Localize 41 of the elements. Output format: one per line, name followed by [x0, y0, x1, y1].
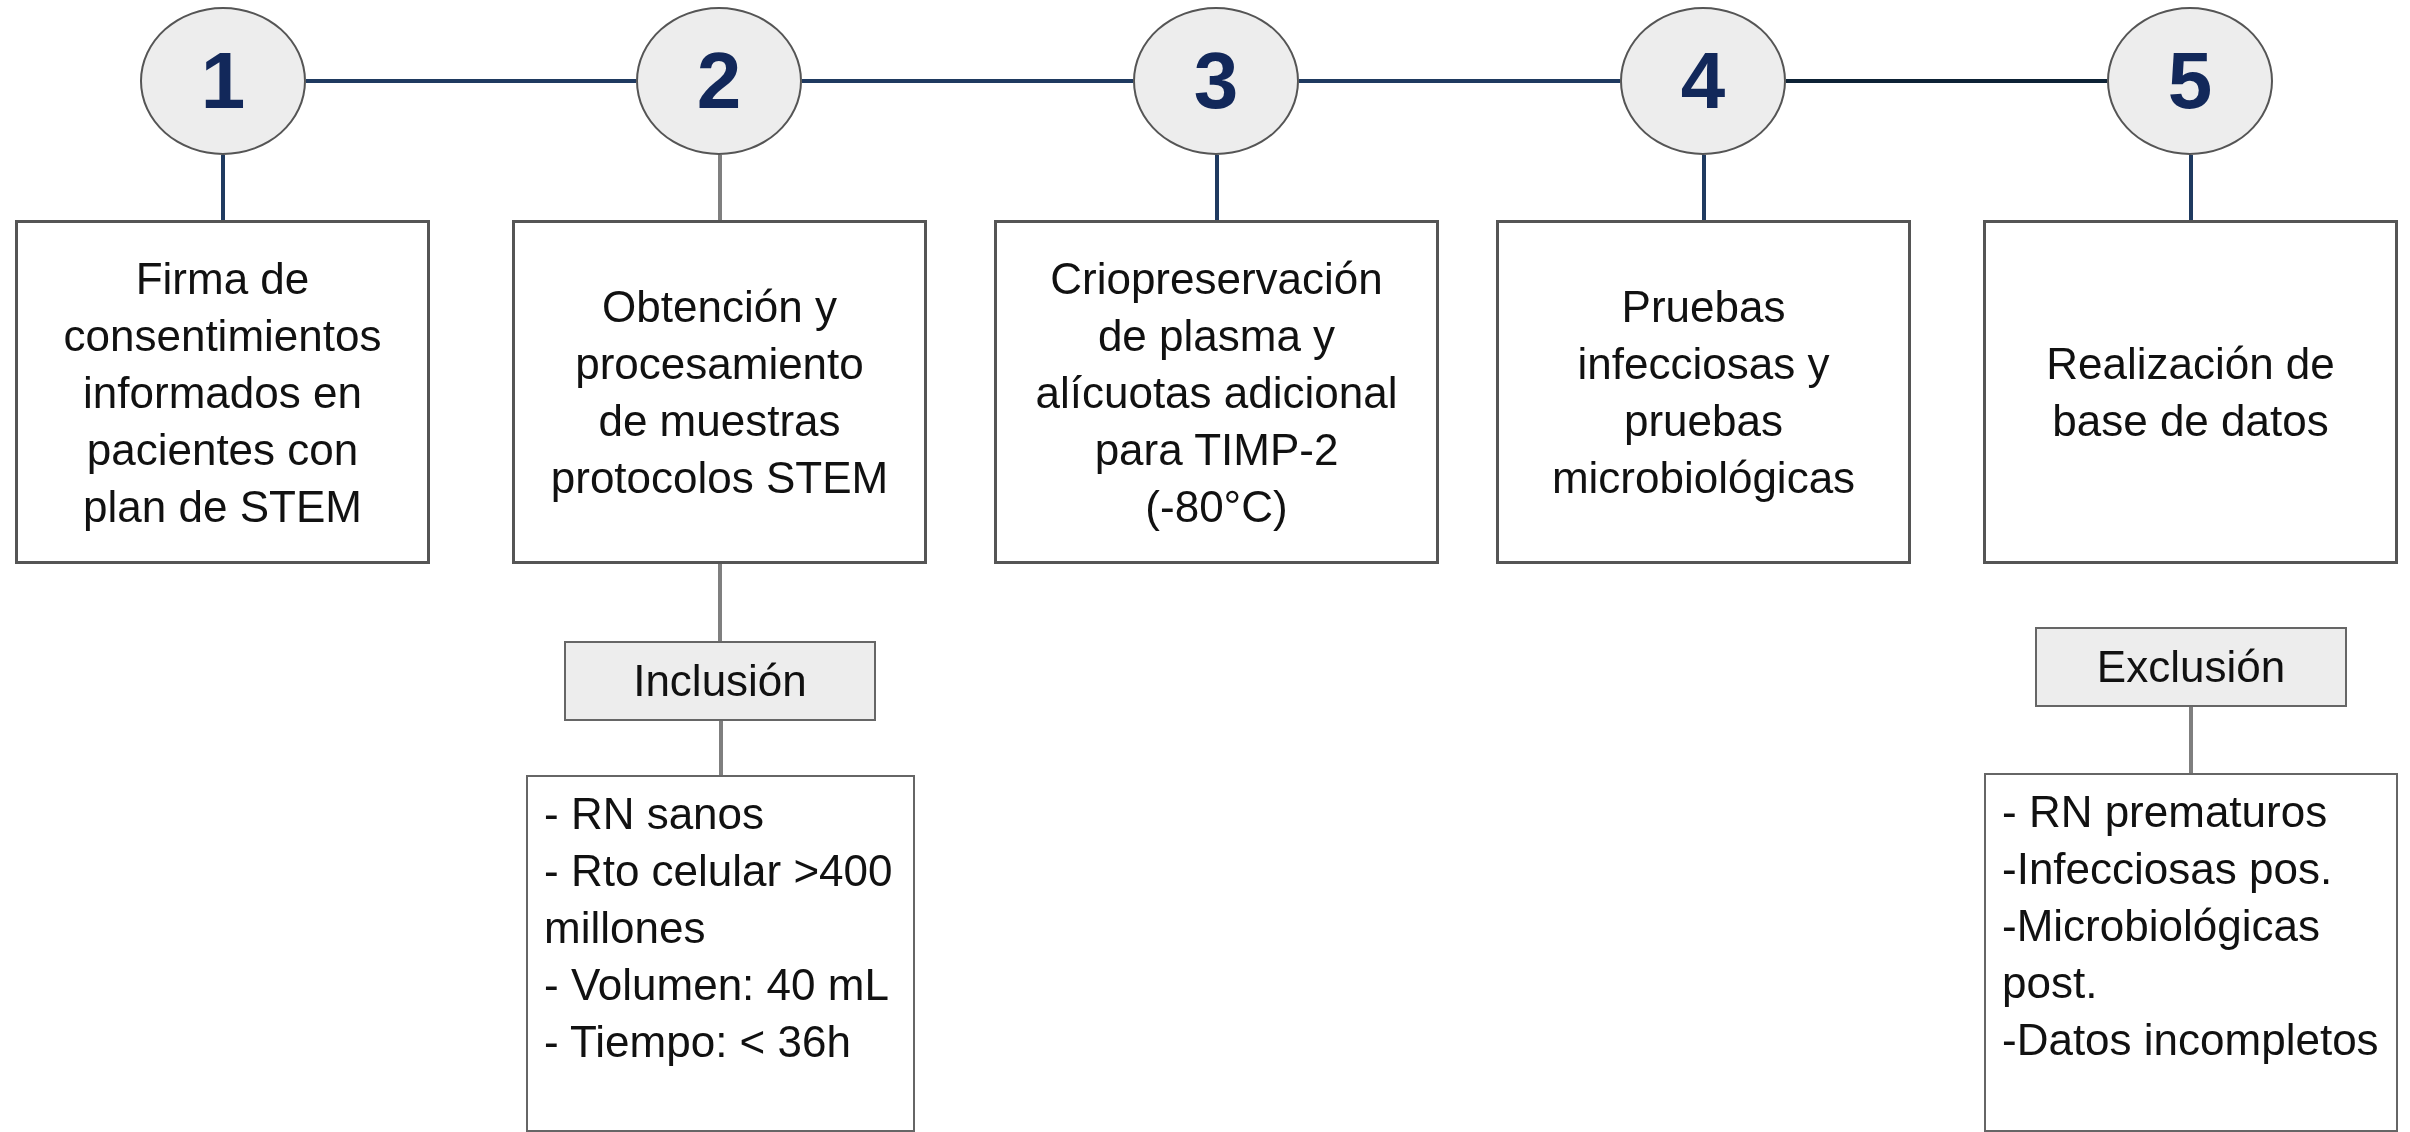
- box-text: Firma de consentimientos informados en pacientes con plan de STEM: [62, 252, 383, 533]
- criteria-item: - Rto celular >400 millones: [544, 845, 894, 954]
- process-box: [1496, 220, 1911, 564]
- criteria-item: - Volumen: 40 mL: [544, 959, 889, 1011]
- connector-line: [718, 564, 722, 641]
- connector-line: [719, 721, 723, 775]
- process-box: [994, 220, 1439, 564]
- box-text: Realización de base de datos: [2045, 338, 2336, 447]
- box-text: Criopreservación de plasma y alícuotas adicional para TIMP-2 (-80°C): [1034, 252, 1399, 533]
- step-number: 5: [2167, 35, 2213, 127]
- step-number: 4: [1680, 35, 1726, 127]
- criteria-item: -Microbiológicas post.: [2002, 900, 2321, 1009]
- connector-line: [718, 155, 722, 220]
- connector-line: [221, 155, 225, 220]
- step-number: 2: [696, 35, 742, 127]
- connector-line: [2189, 707, 2193, 773]
- connector-line: [1215, 155, 1219, 220]
- criteria-list-box: [526, 775, 915, 1132]
- criteria-item: -Datos incompletos: [2002, 1014, 2379, 1066]
- box-text: Obtención y procesamiento de muestras protocolos STEM: [549, 281, 890, 504]
- connector-line: [306, 79, 636, 83]
- process-box: [1983, 220, 2398, 564]
- criteria-item: - RN sanos: [544, 788, 765, 840]
- criteria-item: - RN prematuros: [2002, 786, 2328, 838]
- box-text: Inclusión: [633, 656, 807, 706]
- process-box: [512, 220, 927, 564]
- process-box: [15, 220, 430, 564]
- connector-line: [1299, 79, 1620, 83]
- category-label-box: [2035, 627, 2347, 707]
- box-text: Exclusión: [2096, 642, 2286, 692]
- criteria-list-box: [1984, 773, 2398, 1132]
- connector-line: [1786, 79, 2107, 83]
- connector-line: [2189, 155, 2193, 220]
- criteria-item: -Infecciosas pos.: [2002, 843, 2333, 895]
- criteria-item: - Tiempo: < 36h: [544, 1016, 851, 1068]
- step-number: 3: [1193, 35, 1239, 127]
- step-number: 1: [200, 35, 246, 127]
- box-text: Pruebas infecciosas y pruebas microbiológicas: [1550, 281, 1857, 504]
- connector-line: [802, 79, 1133, 83]
- category-label-box: [564, 641, 876, 721]
- connector-line: [1702, 155, 1706, 220]
